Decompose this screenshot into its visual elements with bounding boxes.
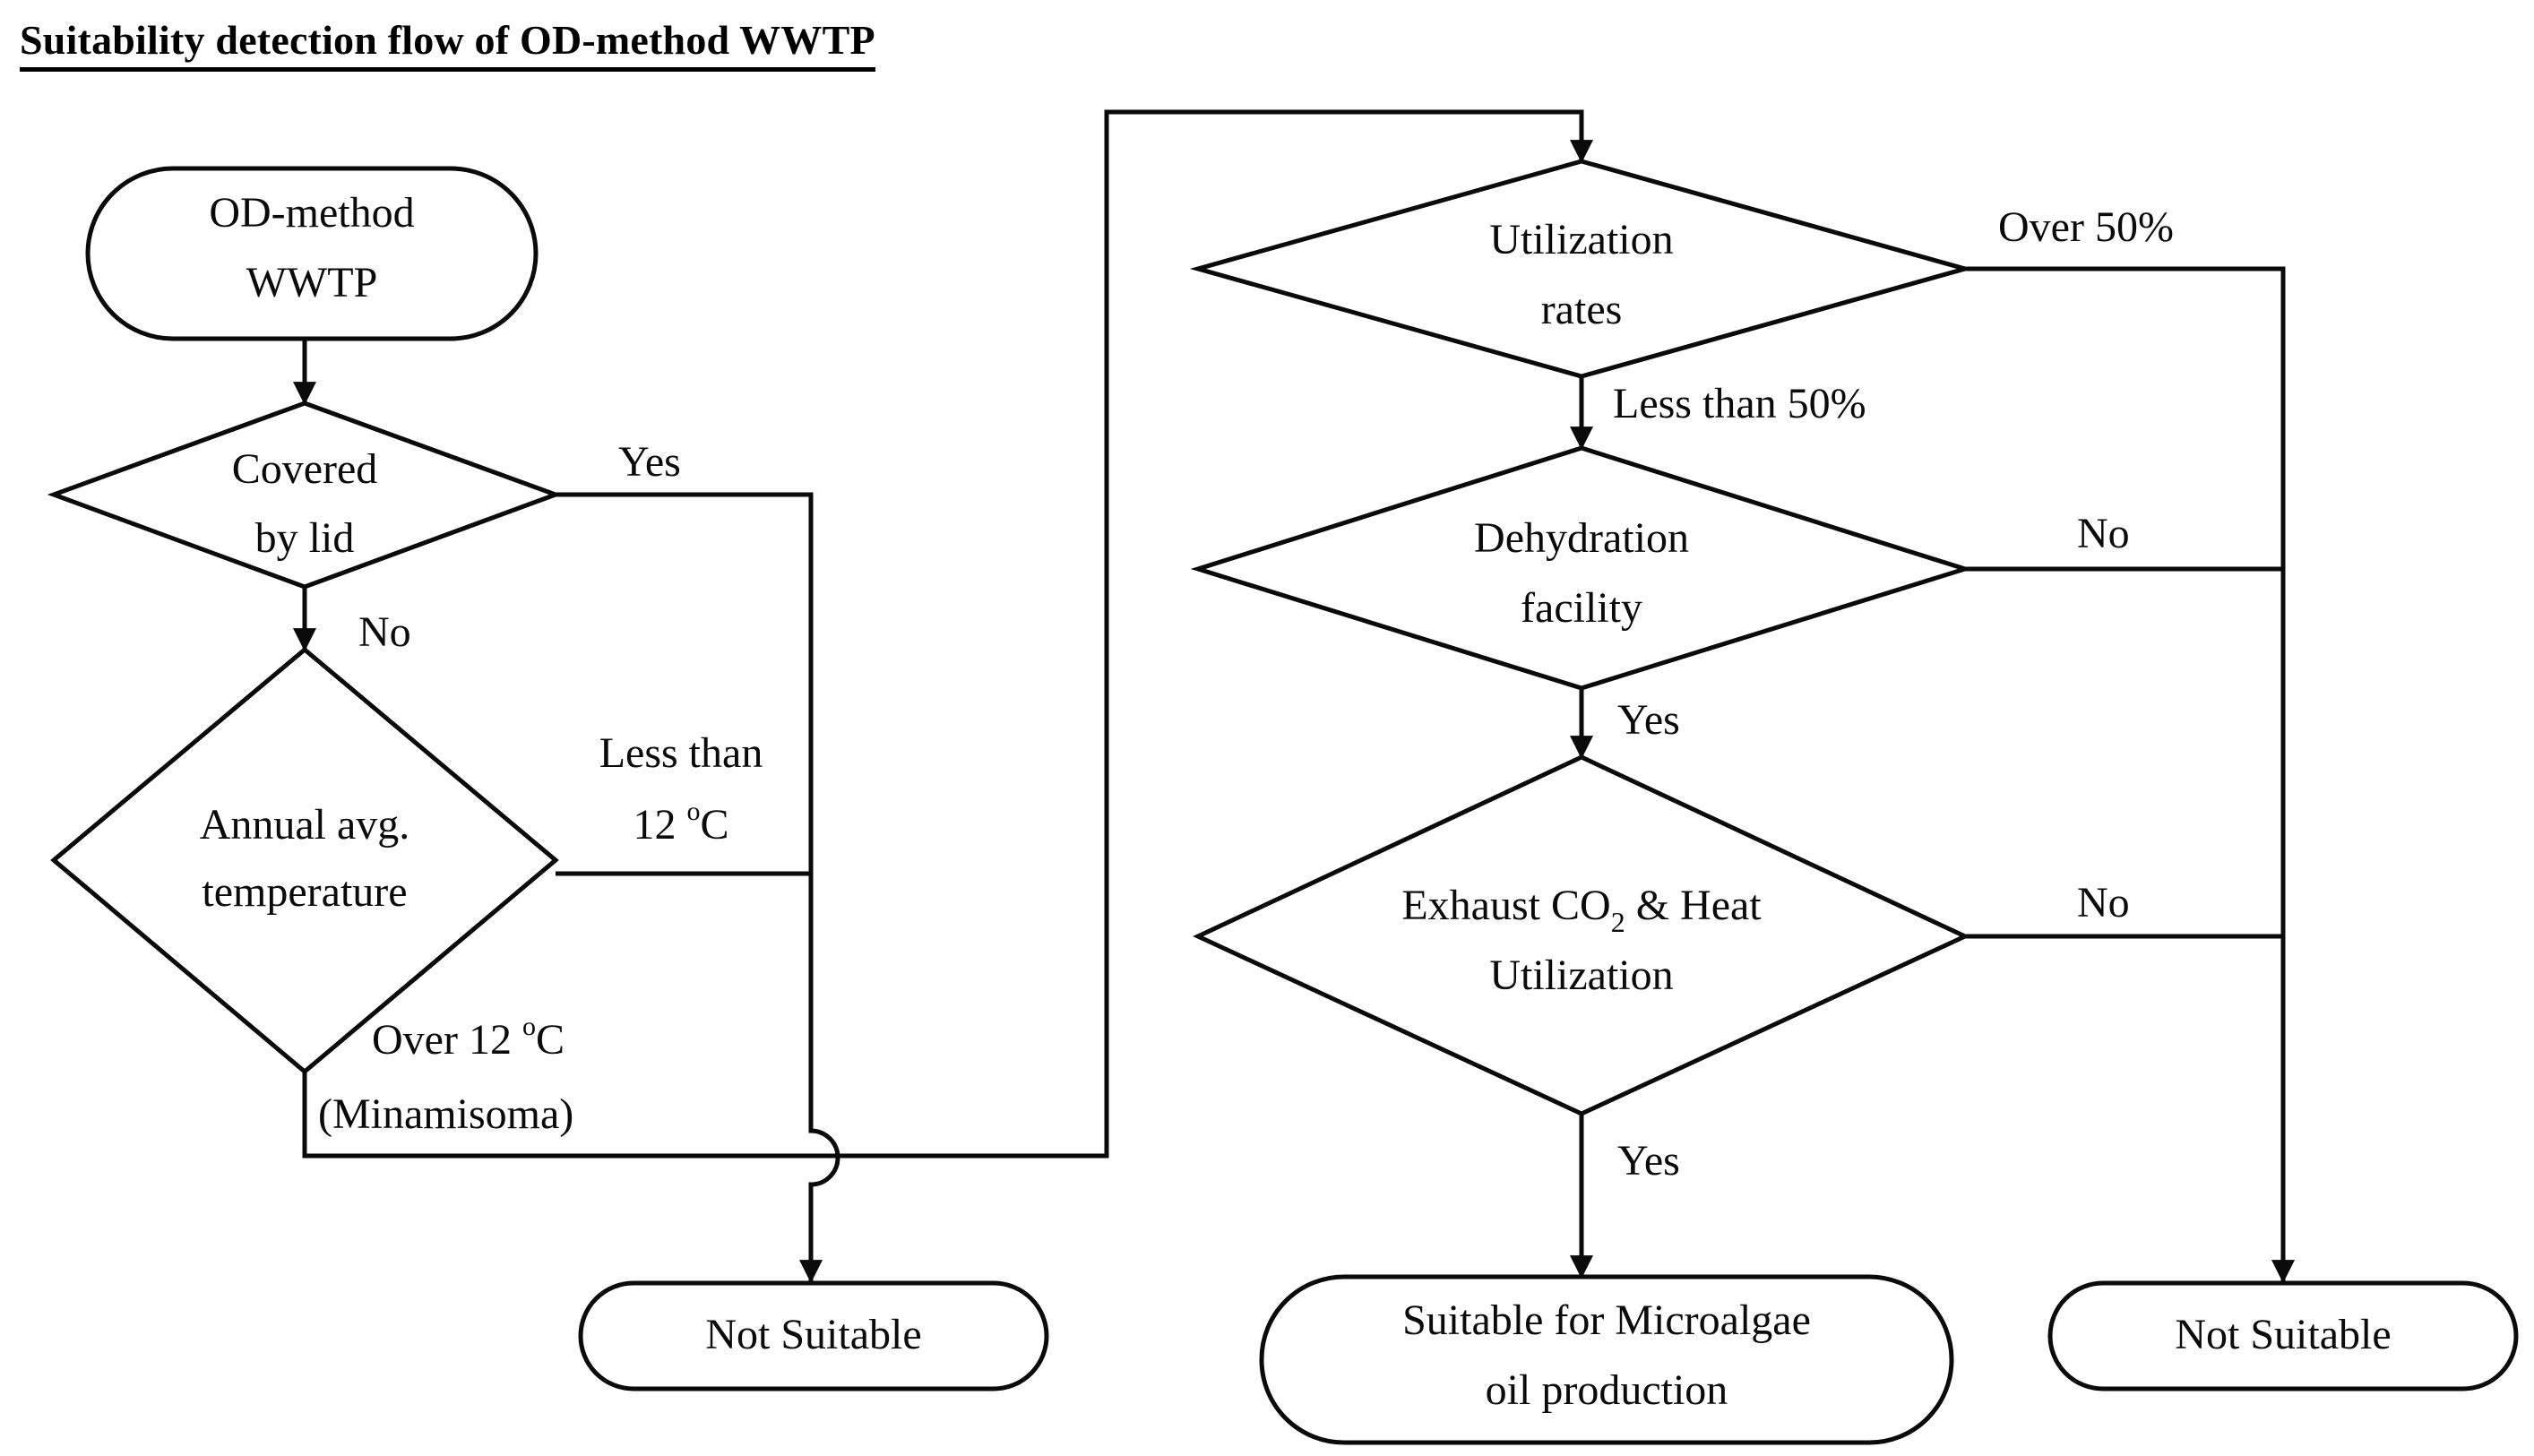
edge-label-less-than-num: 12 xyxy=(633,801,686,849)
node-exhaust-label-post: & Heat xyxy=(1625,882,1763,929)
edge-label-over-12-line1: Over 12 oC xyxy=(372,1012,565,1064)
edge-label-dehydration-no: No xyxy=(2077,510,2130,557)
node-covered-shape[interactable] xyxy=(47,401,563,590)
node-temperature-label-line2: temperature xyxy=(202,868,407,916)
edge-label-exhaust-yes: Yes xyxy=(1617,1137,1680,1185)
edge-label-covered-yes: Yes xyxy=(618,438,681,486)
node-suitable-label-line2: oil production xyxy=(1486,1366,1728,1414)
node-dehydration-label-line1: Dehydration xyxy=(1474,514,1689,562)
edge-covered-yes xyxy=(556,492,840,1284)
node-exhaust-label-line1: Exhaust CO2 & Heat xyxy=(1401,882,1762,938)
edge-label-covered-no: No xyxy=(358,608,411,656)
node-not-suitable-right-label: Not Suitable xyxy=(2175,1311,2391,1358)
node-utilization-label-line2: rates xyxy=(1541,286,1623,333)
node-not-suitable-right-shape[interactable] xyxy=(2047,1280,2519,1391)
node-covered-label-line2: by lid xyxy=(255,514,355,562)
node-exhaust-shape[interactable] xyxy=(1193,754,1970,1116)
node-exhaust-label-sub: 2 xyxy=(1611,906,1625,938)
edge-utilization-over-50 xyxy=(1965,266,2295,1284)
degree-symbol-icon-2: o xyxy=(522,1012,536,1041)
edge-label-less-than-line2: 12 oC xyxy=(633,797,728,849)
node-utilization-shape[interactable] xyxy=(1189,159,1974,379)
page-title: Suitability detection flow of OD-method … xyxy=(20,16,875,72)
edge-temperature-over-12 xyxy=(302,109,1593,1159)
edge-label-less-than-line1: Less than xyxy=(599,729,763,777)
node-temperature-label-line1: Annual avg. xyxy=(200,801,410,849)
edge-label-over-50: Over 50% xyxy=(1998,203,2174,251)
node-start-label-line1: OD-method xyxy=(209,189,414,237)
page-title-text: Suitability detection flow of OD-method … xyxy=(20,16,875,72)
node-suitable-shape[interactable] xyxy=(1259,1274,1954,1445)
node-covered-label-line1: Covered xyxy=(232,445,378,493)
edge-label-less-than-unit: C xyxy=(700,801,728,849)
node-dehydration-label-line2: facility xyxy=(1521,584,1642,632)
node-start-label-line2: WWTP xyxy=(246,259,378,306)
node-exhaust-label-pre: Exhaust CO xyxy=(1401,882,1610,929)
node-dehydration-shape[interactable] xyxy=(1190,445,1973,691)
edge-label-dehydration-yes: Yes xyxy=(1617,696,1680,744)
degree-symbol-icon: o xyxy=(686,797,700,826)
node-start-shape[interactable] xyxy=(85,166,539,341)
node-exhaust-label-line2: Utilization xyxy=(1489,952,1673,999)
edge-label-exhaust-no: No xyxy=(2077,879,2130,926)
node-not-suitable-left-shape[interactable] xyxy=(578,1280,1049,1391)
edge-label-over-12-unit: C xyxy=(536,1016,565,1064)
edge-label-over-12-line2: (Minamisoma) xyxy=(318,1090,573,1138)
node-suitable-label-line1: Suitable for Microalgae xyxy=(1402,1297,1811,1344)
node-temperature-shape[interactable] xyxy=(50,646,559,1075)
edge-label-over-12-pre: Over 12 xyxy=(372,1016,522,1064)
node-not-suitable-left-label: Not Suitable xyxy=(705,1311,921,1358)
node-utilization-label-line1: Utilization xyxy=(1489,216,1673,263)
edge-label-less-than-50: Less than 50% xyxy=(1613,380,1866,427)
